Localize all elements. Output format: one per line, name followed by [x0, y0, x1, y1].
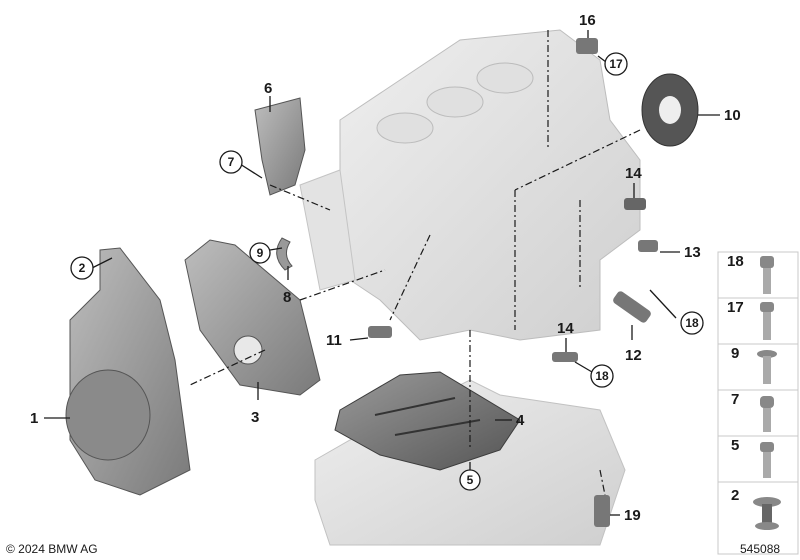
- fastener-legend: 18 17 9 7 5 2: [717, 251, 799, 555]
- drain-plug-19: [594, 495, 610, 527]
- callout-8: 8: [283, 289, 291, 306]
- callout-2: 2: [79, 261, 86, 275]
- callout-14a: 14: [625, 165, 642, 182]
- seal-ring: [276, 237, 293, 271]
- engine-mount-bracket: [254, 97, 306, 196]
- callout-17: 17: [609, 57, 623, 71]
- legend-item-5: 5: [731, 437, 739, 454]
- sensor-11: [368, 326, 392, 338]
- legend-item-9: 9: [731, 345, 739, 362]
- flywheel-disc: [641, 73, 699, 147]
- callout-12: 12: [625, 347, 642, 364]
- sensor-12: [613, 291, 651, 323]
- callout-14b: 14: [557, 320, 574, 337]
- alignment-lines: [189, 30, 641, 496]
- bolt-18-icon: [760, 256, 774, 294]
- callout-3: 3: [251, 409, 259, 426]
- sensor-13: [638, 240, 658, 252]
- oil-baffle: [334, 371, 521, 471]
- callout-17-circle: 17: [604, 52, 628, 76]
- callout-13: 13: [684, 244, 701, 261]
- callout-19: 19: [624, 507, 641, 524]
- diagram-id: 545088: [740, 542, 781, 556]
- engine-block: [299, 29, 641, 341]
- sensor-14: [624, 198, 646, 210]
- callout-18b: 18: [595, 369, 609, 383]
- timing-case-cover: [184, 239, 321, 396]
- copyright: © 2024 BMW AG: [6, 542, 98, 556]
- clip-2-icon: [753, 497, 781, 530]
- legend-item-18: 18: [727, 253, 744, 270]
- callout-2-circle: 2: [70, 256, 94, 280]
- leader-lines: [44, 30, 720, 516]
- bolt-9-icon: [757, 350, 777, 384]
- legend-item-7: 7: [731, 391, 739, 408]
- callout-18a-circle: 18: [680, 311, 704, 335]
- sensor-16: [576, 38, 598, 54]
- callout-18b-circle: 18: [590, 364, 614, 388]
- callout-16: 16: [579, 12, 596, 29]
- callout-5-circle: 5: [459, 469, 481, 491]
- bolt-17-icon: [760, 302, 774, 340]
- bolt-7-icon: [760, 396, 774, 432]
- legend-item-17: 17: [727, 299, 744, 316]
- callout-18a: 18: [685, 316, 699, 330]
- callout-1: 1: [30, 410, 38, 427]
- callout-6: 6: [264, 80, 272, 97]
- callout-9: 9: [257, 246, 264, 260]
- bolt-5-icon: [760, 442, 774, 478]
- callout-5: 5: [467, 473, 474, 487]
- callout-11: 11: [326, 332, 342, 349]
- sensor-14b: [552, 352, 578, 362]
- callout-7-circle: 7: [219, 150, 243, 174]
- front-cover: [65, 247, 191, 496]
- callout-10: 10: [724, 107, 741, 124]
- legend-item-2: 2: [731, 487, 739, 504]
- callout-4: 4: [516, 412, 525, 429]
- callout-9-circle: 9: [249, 242, 271, 264]
- callout-7: 7: [228, 155, 235, 169]
